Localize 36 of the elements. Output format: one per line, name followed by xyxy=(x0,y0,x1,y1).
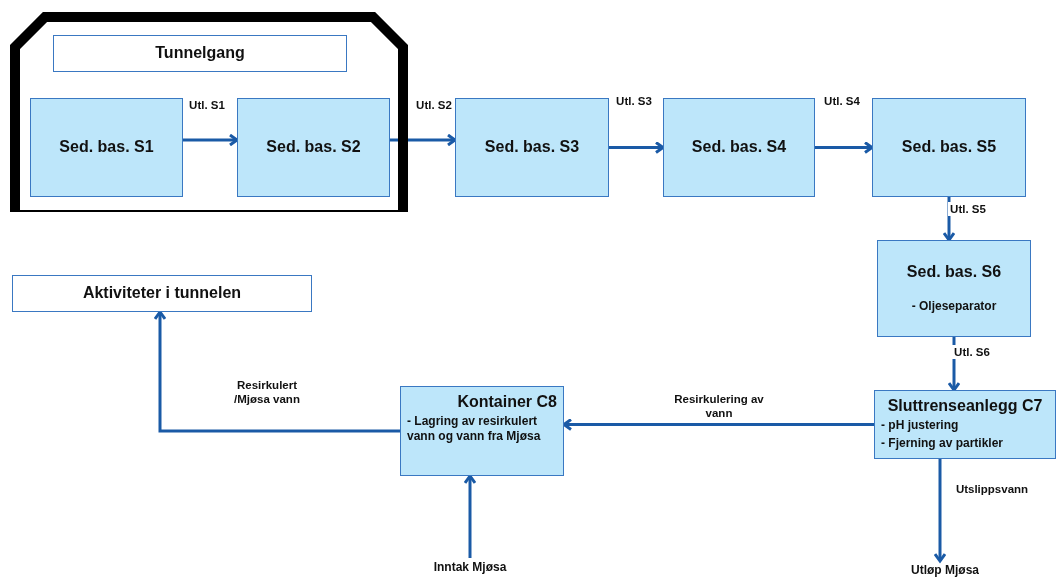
arrow xyxy=(153,310,400,433)
box-title: Tunnelgang xyxy=(155,44,245,63)
process-box xyxy=(877,240,1031,337)
arrow xyxy=(562,418,874,431)
box-note: - Fjerning av partikler xyxy=(881,436,1005,452)
box-note: - pH justering xyxy=(881,418,960,434)
box-title: Sed. bas. S1 xyxy=(59,138,154,157)
process-box xyxy=(30,98,183,197)
label-box xyxy=(53,35,347,72)
box-title: Sluttrenseanlegg C7 xyxy=(886,397,1044,416)
arrow xyxy=(609,141,665,154)
box-title: Kontainer C8 xyxy=(456,393,557,412)
arrow xyxy=(933,459,947,563)
box-note: - Lagring av resirkulert vann og vann fra Mjøsa xyxy=(407,414,542,445)
box-title: Sed. bas. S2 xyxy=(266,138,361,157)
box-title: Aktiviteter i tunnelen xyxy=(82,284,242,303)
process-box xyxy=(874,390,1056,459)
label-box xyxy=(12,275,312,312)
arrow xyxy=(390,133,457,147)
endpoint-label: Inntak Mjøsa xyxy=(433,559,507,575)
arrow xyxy=(463,474,477,558)
edge-label: Utl. S6 xyxy=(952,345,992,360)
box-title: Sed. bas. S5 xyxy=(901,138,997,157)
box-title: Sed. bas. S3 xyxy=(484,138,580,157)
edge-label: Utl. S5 xyxy=(948,202,988,217)
endpoint-label: Utløp Mjøsa xyxy=(911,562,979,578)
arrow xyxy=(815,141,874,154)
process-box xyxy=(663,98,815,197)
arrow xyxy=(183,133,239,147)
box-title: Sed. bas. S4 xyxy=(691,138,787,157)
box-note: - Oljeseparator xyxy=(911,299,997,315)
process-box xyxy=(872,98,1026,197)
process-box xyxy=(400,386,564,476)
process-box xyxy=(455,98,609,197)
process-box xyxy=(237,98,390,197)
box-title: Sed. bas. S6 xyxy=(906,262,1002,282)
